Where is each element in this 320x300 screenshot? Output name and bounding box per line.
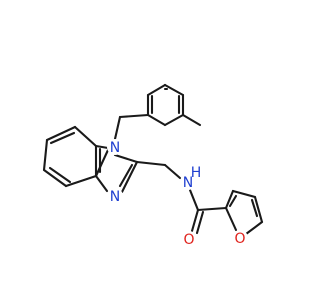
- bond-benzo-2: [42, 168, 68, 188]
- bond-furan-c2-o: [224, 206, 238, 232]
- bond-ethyl-1: [135, 160, 167, 167]
- molecule-structure: N N N H O O: [42, 83, 264, 248]
- atom-furan-o-label: O: [234, 231, 245, 247]
- bond-benzyl-ch2-a: [118, 113, 150, 119]
- bond-ring-a-3: [163, 83, 185, 97]
- atom-n3: N: [107, 188, 123, 205]
- bond-ring-a-6: [146, 113, 167, 127]
- bond-furan-c5-c4: [253, 195, 264, 224]
- atom-amide-h-label: H: [191, 165, 202, 181]
- bond-c2-n3-inner: [118, 163, 134, 188]
- bond-c7a-n1: [94, 144, 110, 150]
- bond-benzo-3: [42, 138, 49, 172]
- bond-ring-a-5: [163, 113, 185, 127]
- bond-carbonyl-furan: [196, 206, 228, 212]
- bond-furan-c4-c3: [231, 189, 257, 199]
- atom-amide-n-label: N: [183, 175, 193, 191]
- bond-benzo-2-inner: [48, 166, 72, 184]
- bond-benzo-5: [73, 125, 98, 148]
- bond-furan-o-c5: [244, 220, 264, 236]
- bond-n-carbonyl: [188, 188, 200, 212]
- bond-benzyl-ch2-n: [113, 115, 122, 141]
- bond-furan-c3-c2-inner: [228, 194, 238, 208]
- atom-n1-label: N: [110, 140, 120, 156]
- bond-benzo-4: [45, 125, 77, 142]
- bond-c3a-c7a-link: [94, 148, 110, 178]
- bond-benzo-1: [64, 174, 98, 188]
- atom-n3-label: N: [110, 189, 120, 205]
- bond-furan-c3-c2: [224, 189, 235, 210]
- atom-label-layer: N N N H O O: [107, 139, 248, 248]
- bond-c-o-2: [195, 210, 205, 235]
- bond-benzo-4-inner: [49, 131, 76, 145]
- bond-c-o-1: [190, 208, 200, 233]
- atom-furan-o: O: [232, 230, 248, 247]
- atom-amide-n: N H: [180, 165, 201, 191]
- bond-ethyl-2: [163, 163, 182, 180]
- atom-carbonyl-o-label: O: [183, 232, 194, 248]
- bond-n1-c2: [113, 153, 139, 164]
- bond-ring-a-2: [146, 83, 167, 97]
- atom-carbonyl-o: O: [181, 231, 197, 248]
- atom-n1: N: [107, 139, 123, 156]
- bond-n3-c3a: [94, 174, 109, 193]
- bond-layer: [42, 83, 264, 236]
- bond-furan-c5-c4-inner: [250, 198, 259, 218]
- molecule-canvas: N N N H O O: [42, 83, 264, 248]
- bond-c2-n3: [120, 160, 139, 194]
- bond-methyl: [181, 113, 202, 127]
